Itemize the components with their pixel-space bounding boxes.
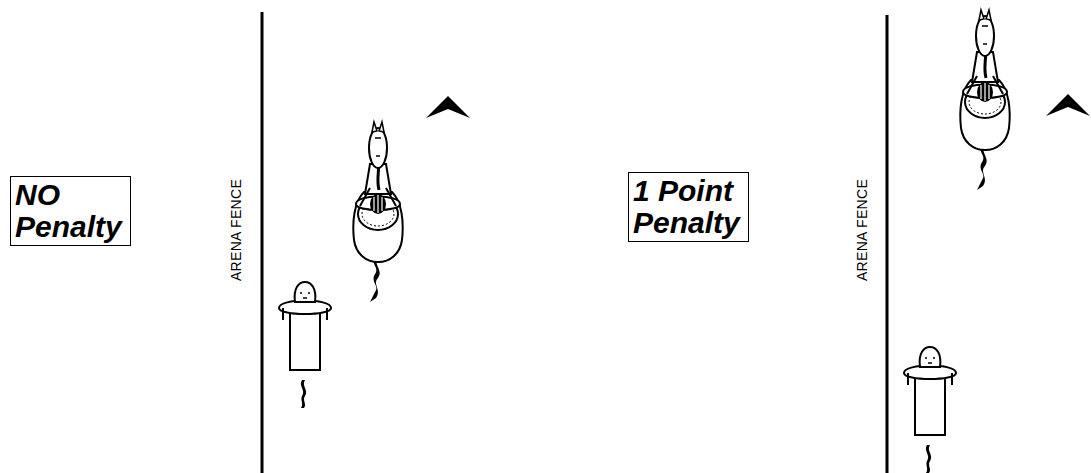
arena-fence xyxy=(261,12,264,473)
penalty-label: NO Penalty xyxy=(15,179,124,242)
direction-arrow xyxy=(426,96,470,118)
penalty-box: 1 Point Penalty xyxy=(628,172,749,242)
direction-arrow xyxy=(1046,94,1090,116)
fence-label: ARENA FENCE xyxy=(228,177,244,283)
penalty-box: NO Penalty xyxy=(10,176,131,246)
pedestrian xyxy=(904,347,956,473)
horse-rider xyxy=(353,122,402,302)
arena-fence xyxy=(886,15,889,473)
pedestrian xyxy=(279,282,331,408)
penalty-label: 1 Point Penalty xyxy=(633,175,742,238)
horse-rider xyxy=(960,10,1009,190)
fence-label: ARENA FENCE xyxy=(854,177,870,283)
